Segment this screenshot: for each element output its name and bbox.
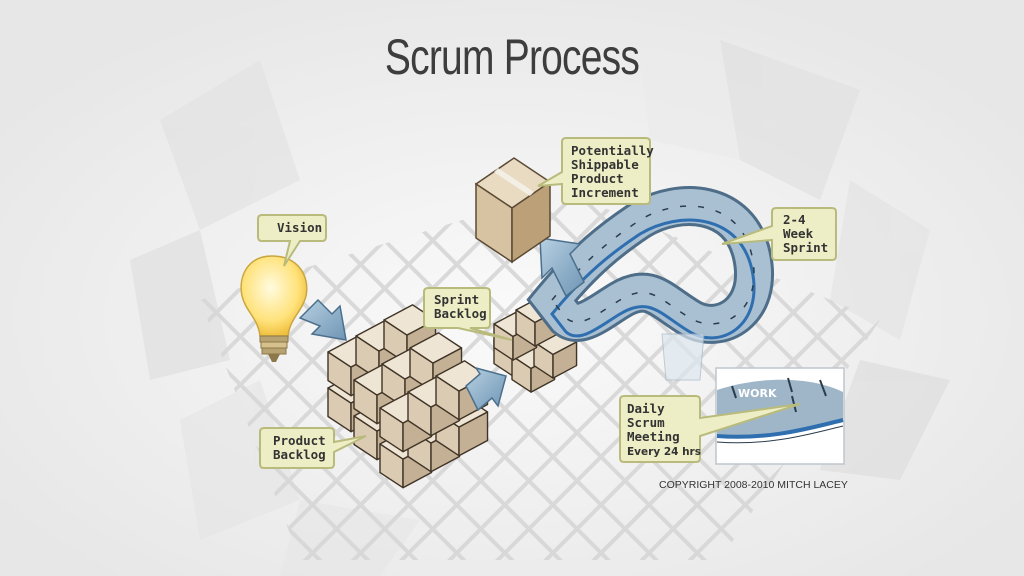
increment-label-line3: Product bbox=[571, 171, 624, 186]
callout-increment bbox=[537, 137, 651, 205]
sprint-loop bbox=[526, 186, 774, 381]
increment-label-line2: Shippable bbox=[571, 157, 639, 172]
daily-scrum-label-line2: Scrum bbox=[627, 415, 665, 430]
copyright-notice: COPYRIGHT 2008-2010 MITCH LACEY bbox=[659, 479, 848, 491]
sprint-duration-label-line2: Week bbox=[783, 226, 814, 241]
background-polygons bbox=[130, 40, 950, 576]
flow-arrow-increment bbox=[539, 237, 585, 298]
callout-sprint-backlog bbox=[423, 287, 513, 341]
sprint-backlog-label-line2: Backlog bbox=[434, 306, 487, 321]
callout-sprint bbox=[721, 207, 837, 261]
lightbulb-icon bbox=[240, 255, 308, 362]
flow-arrow-vision bbox=[298, 298, 347, 341]
callout-vision bbox=[257, 214, 327, 267]
work-label: WORK bbox=[738, 387, 777, 400]
flow-arrow-backlog bbox=[465, 366, 507, 412]
product-backlog-label-line1: Product bbox=[273, 433, 326, 448]
vision-label: Vision bbox=[277, 220, 323, 235]
product-backlog-label-line2: Backlog bbox=[273, 447, 326, 462]
callout-daily-scrum bbox=[619, 395, 801, 463]
daily-scrum-label-line1: Daily bbox=[627, 401, 665, 416]
callout-product-backlog bbox=[259, 427, 367, 469]
daily-scrum-label-line3: Meeting bbox=[627, 429, 680, 444]
daily-scrum-label-line4: Every 24 hrs bbox=[627, 446, 701, 458]
sprint-duration-label-line3: Sprint bbox=[783, 240, 829, 255]
increment-label-line4: Increment bbox=[571, 185, 639, 200]
sprint-duration-label-line1: 2-4 bbox=[783, 212, 806, 227]
product-backlog-cubes bbox=[327, 304, 489, 489]
sprint-backlog-label-line1: Sprint bbox=[434, 292, 480, 307]
increment-label-line1: Potentially bbox=[571, 143, 654, 158]
page-title: Scrum Process bbox=[384, 29, 640, 85]
